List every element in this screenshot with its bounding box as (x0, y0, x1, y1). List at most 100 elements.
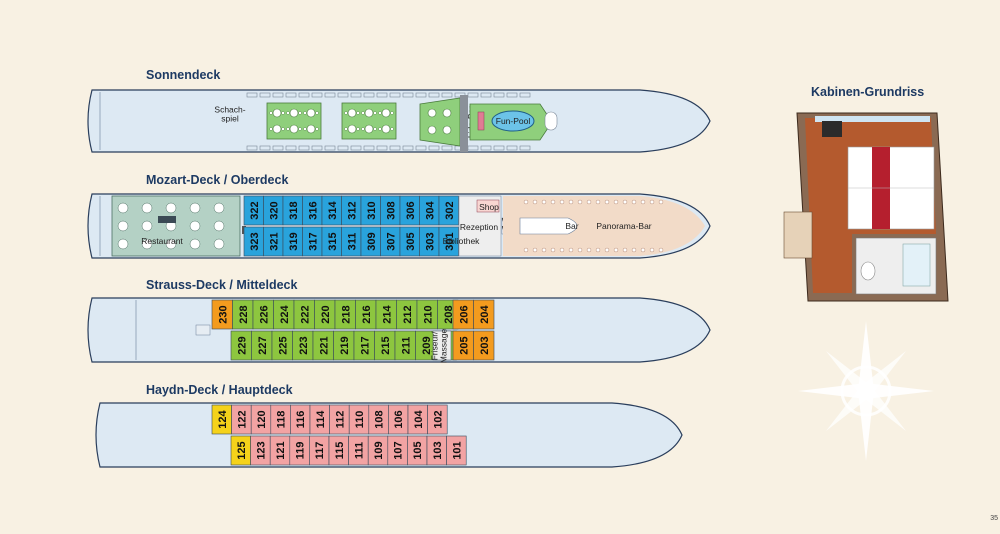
table-icon (189, 202, 201, 214)
cabin-number-209: 209 (421, 336, 433, 354)
bar-label: Bar (565, 221, 578, 231)
lounger-top (363, 92, 375, 98)
restaurant-label: Restaurant (141, 236, 183, 246)
chair-icon (378, 127, 382, 131)
cabin-number-304: 304 (424, 200, 436, 219)
table-icon (272, 108, 282, 118)
cabin-number-123: 123 (255, 441, 267, 459)
cabin-number-102: 102 (432, 410, 444, 428)
table-icon (189, 238, 201, 250)
cabin-number-310: 310 (366, 201, 378, 219)
lounger-bottom (324, 145, 336, 151)
lounger-bottom (428, 145, 440, 151)
table-icon (442, 125, 452, 135)
pool-ladder (477, 111, 485, 131)
shop-label: Shop (479, 202, 499, 212)
cabin-number-306: 306 (405, 201, 417, 219)
lounger-top (311, 92, 323, 98)
table-icon (117, 202, 129, 214)
cabin-number-115: 115 (334, 442, 346, 460)
chair-icon (373, 127, 377, 131)
seat-icon (613, 199, 619, 205)
lounger-top (285, 92, 297, 98)
cabin-number-121: 121 (275, 441, 287, 459)
chair-icon (303, 127, 307, 131)
lounger-bottom (506, 145, 518, 151)
lounger-top (441, 92, 453, 98)
cabin-number-322: 322 (249, 201, 261, 219)
cabin-number-317: 317 (307, 232, 319, 250)
cabin-number-212: 212 (402, 305, 414, 323)
seating-area-0 (266, 102, 322, 140)
seat-icon (559, 247, 565, 253)
lounger-bottom (363, 145, 375, 151)
chair-icon (269, 127, 273, 131)
chess-label: Schach-spiel (214, 105, 245, 124)
cabin-number-122: 122 (236, 410, 248, 428)
lounger-top (480, 92, 492, 98)
label-line: Friseur/ (430, 331, 440, 360)
cabin-number-307: 307 (385, 232, 397, 250)
table-icon (165, 202, 177, 214)
cabin-number-316: 316 (307, 201, 319, 219)
cabin-301 (438, 226, 459, 257)
chair-icon (315, 111, 319, 115)
cabin-number-208: 208 (443, 305, 455, 323)
seat-icon (658, 247, 664, 253)
lounger-bottom (493, 145, 505, 151)
cabin-number-311: 311 (346, 233, 358, 251)
table-icon (347, 108, 357, 118)
table-icon (364, 124, 374, 134)
table-icon (189, 220, 201, 232)
chair-icon (281, 127, 285, 131)
lounger-top (402, 92, 414, 98)
label-line: Schach- (214, 105, 245, 115)
chair-icon (286, 111, 290, 115)
table-icon (364, 108, 374, 118)
chair-icon (303, 111, 307, 115)
buffet-counter (158, 216, 176, 223)
sonnendeck-hull (87, 89, 711, 153)
table-icon (165, 238, 177, 250)
seat-icon (604, 199, 610, 205)
seat-icon (541, 199, 547, 205)
strauss-deck-title: Strauss-Deck / Mitteldeck (146, 278, 298, 292)
shop-area (476, 199, 500, 213)
lounger-bottom (246, 145, 258, 151)
table-icon (289, 124, 299, 134)
lounger-bottom (441, 145, 453, 151)
seat-icon (559, 199, 565, 205)
seat-icon (631, 199, 637, 205)
sonnendeck-title: Sonnendeck (146, 68, 221, 82)
cabin-number-106: 106 (393, 410, 405, 428)
seat-icon (532, 247, 538, 253)
cabin-number-309: 309 (366, 232, 378, 250)
whirlpool (544, 111, 558, 131)
table-icon (347, 124, 357, 134)
cabin-number-222: 222 (299, 305, 311, 323)
cabin-number-111: 111 (353, 442, 365, 459)
cabin-window (815, 116, 930, 122)
chair-icon (281, 111, 285, 115)
chair-icon (356, 127, 360, 131)
chair-icon (361, 111, 365, 115)
salon-label: Friseur/Massage (430, 328, 449, 363)
cabin-number-318: 318 (288, 201, 300, 219)
lido-bar-counter (460, 95, 468, 152)
panorama-bar-area (503, 196, 705, 256)
cabin-number-103: 103 (432, 441, 444, 459)
seat-icon (595, 247, 601, 253)
cabin-plan-title: Kabinen-Grundriss (811, 85, 925, 99)
table-icon (442, 108, 452, 118)
lounger-top (428, 92, 440, 98)
lounger-top (337, 92, 349, 98)
page-number: 35 (990, 515, 998, 522)
cabin-number-223: 223 (298, 336, 310, 354)
seat-icon (568, 247, 574, 253)
table-icon (306, 124, 316, 134)
lounger-bottom (311, 145, 323, 151)
cabin-number-305: 305 (405, 232, 417, 250)
seat-icon (613, 247, 619, 253)
cabin-number-220: 220 (320, 305, 332, 323)
chair-icon (356, 111, 360, 115)
